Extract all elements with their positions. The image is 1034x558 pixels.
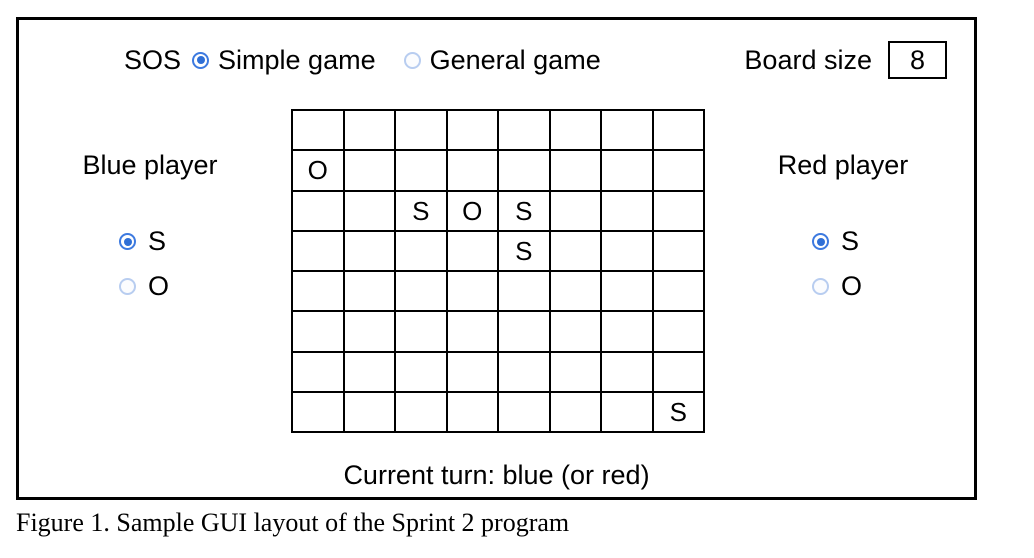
board-cell[interactable] bbox=[344, 191, 396, 232]
radio-selected-icon[interactable] bbox=[812, 233, 829, 250]
red-player-title: Red player bbox=[777, 150, 909, 180]
board-cell[interactable] bbox=[653, 151, 705, 192]
board-cell[interactable] bbox=[293, 111, 345, 152]
board-cell[interactable] bbox=[396, 352, 448, 393]
board-cell[interactable] bbox=[550, 111, 602, 152]
radio-label-simple-game: Simple game bbox=[218, 44, 376, 75]
board-cell[interactable] bbox=[344, 151, 396, 192]
radio-selected-icon[interactable] bbox=[119, 233, 136, 250]
board-cell[interactable] bbox=[396, 272, 448, 313]
radio-unselected-icon[interactable] bbox=[403, 51, 421, 69]
board-cell[interactable] bbox=[293, 392, 345, 433]
board-cell[interactable] bbox=[499, 272, 551, 313]
blue-player-panel: Blue player S O bbox=[25, 150, 275, 302]
board-cell[interactable] bbox=[447, 151, 499, 192]
board-size-input[interactable] bbox=[888, 41, 947, 79]
board-cell[interactable] bbox=[396, 231, 448, 272]
board-cell[interactable] bbox=[396, 111, 448, 152]
board-cell[interactable] bbox=[499, 151, 551, 192]
board-cell[interactable] bbox=[447, 312, 499, 353]
board-cell[interactable] bbox=[344, 272, 396, 313]
top-toolbar: SOS Simple game General game Board size bbox=[19, 36, 974, 84]
gui-window-frame: SOS Simple game General game Board size … bbox=[16, 17, 977, 500]
board-cell[interactable] bbox=[602, 191, 654, 232]
board-cell[interactable] bbox=[550, 352, 602, 393]
radio-selected-icon[interactable] bbox=[192, 51, 210, 69]
blue-player-letter-radio-group: S O bbox=[25, 226, 275, 302]
board-cell[interactable] bbox=[550, 312, 602, 353]
radio-label-general-game: General game bbox=[429, 44, 601, 75]
board-size-label: Board size bbox=[744, 44, 872, 75]
board-cell[interactable] bbox=[293, 272, 345, 313]
board-cell[interactable] bbox=[344, 231, 396, 272]
red-radio-option-s[interactable]: S bbox=[812, 226, 874, 257]
board-cell[interactable] bbox=[344, 392, 396, 433]
board-cell[interactable] bbox=[499, 352, 551, 393]
board-cell[interactable] bbox=[550, 392, 602, 433]
red-radio-label-o: O bbox=[841, 271, 863, 301]
board-cell[interactable] bbox=[653, 352, 705, 393]
board-cell[interactable] bbox=[653, 111, 705, 152]
figure-caption: Figure 1. Sample GUI layout of the Sprin… bbox=[16, 508, 570, 537]
red-player-panel: Red player S O bbox=[718, 150, 968, 302]
board-cell[interactable] bbox=[602, 151, 654, 192]
board-cell[interactable] bbox=[653, 231, 705, 272]
board-cell[interactable] bbox=[550, 272, 602, 313]
blue-radio-label-o: O bbox=[148, 271, 170, 301]
board-cell[interactable] bbox=[499, 111, 551, 152]
board-cell[interactable]: S bbox=[499, 191, 551, 232]
board-cell[interactable]: O bbox=[447, 191, 499, 232]
blue-radio-label-s: S bbox=[148, 226, 167, 256]
radio-unselected-icon[interactable] bbox=[119, 278, 136, 295]
board-cell[interactable] bbox=[396, 392, 448, 433]
board-cell[interactable] bbox=[550, 231, 602, 272]
blue-radio-option-o[interactable]: O bbox=[119, 271, 181, 302]
sos-title-label: SOS bbox=[124, 44, 182, 75]
board-cell[interactable] bbox=[447, 272, 499, 313]
radio-unselected-icon[interactable] bbox=[812, 278, 829, 295]
board-cell[interactable] bbox=[602, 111, 654, 152]
blue-player-title: Blue player bbox=[82, 150, 218, 180]
board-cell[interactable] bbox=[344, 111, 396, 152]
radio-option-simple-game[interactable]: Simple game bbox=[192, 45, 376, 76]
board-cell[interactable]: S bbox=[396, 191, 448, 232]
board-cell[interactable] bbox=[396, 151, 448, 192]
board-cell[interactable] bbox=[293, 352, 345, 393]
board-cell[interactable] bbox=[602, 352, 654, 393]
board-cell[interactable] bbox=[293, 231, 345, 272]
board-cell[interactable] bbox=[602, 312, 654, 353]
red-radio-label-s: S bbox=[841, 226, 860, 256]
board-cell[interactable]: S bbox=[653, 392, 705, 433]
current-turn-status: Current turn: blue (or red) bbox=[343, 460, 650, 490]
board-cell[interactable] bbox=[499, 392, 551, 433]
game-mode-radio-group: SOS Simple game General game bbox=[124, 36, 601, 84]
board-cell[interactable] bbox=[653, 191, 705, 232]
radio-option-general-game[interactable]: General game bbox=[403, 44, 601, 76]
board-cell[interactable] bbox=[499, 312, 551, 353]
board-cell[interactable] bbox=[293, 191, 345, 232]
red-radio-option-o[interactable]: O bbox=[812, 271, 874, 302]
board-cell[interactable] bbox=[447, 392, 499, 433]
board-cell[interactable] bbox=[344, 352, 396, 393]
board-cell[interactable] bbox=[653, 312, 705, 353]
board-cell[interactable] bbox=[602, 231, 654, 272]
board-cell[interactable] bbox=[447, 231, 499, 272]
board-cell[interactable] bbox=[550, 151, 602, 192]
board-cell[interactable]: S bbox=[499, 231, 551, 272]
board-cell[interactable]: O bbox=[293, 151, 345, 192]
board-size-control: Board size bbox=[744, 36, 947, 84]
red-player-letter-radio-group: S O bbox=[718, 226, 968, 302]
blue-radio-option-s[interactable]: S bbox=[119, 226, 181, 257]
board-cell[interactable] bbox=[447, 352, 499, 393]
board-cell[interactable] bbox=[396, 312, 448, 353]
board-cell[interactable] bbox=[602, 272, 654, 313]
board-cell[interactable] bbox=[550, 191, 602, 232]
board-cell[interactable] bbox=[447, 111, 499, 152]
board-cell[interactable] bbox=[653, 272, 705, 313]
board-cell[interactable] bbox=[344, 312, 396, 353]
board-cell[interactable] bbox=[293, 312, 345, 353]
board-cell[interactable] bbox=[602, 392, 654, 433]
